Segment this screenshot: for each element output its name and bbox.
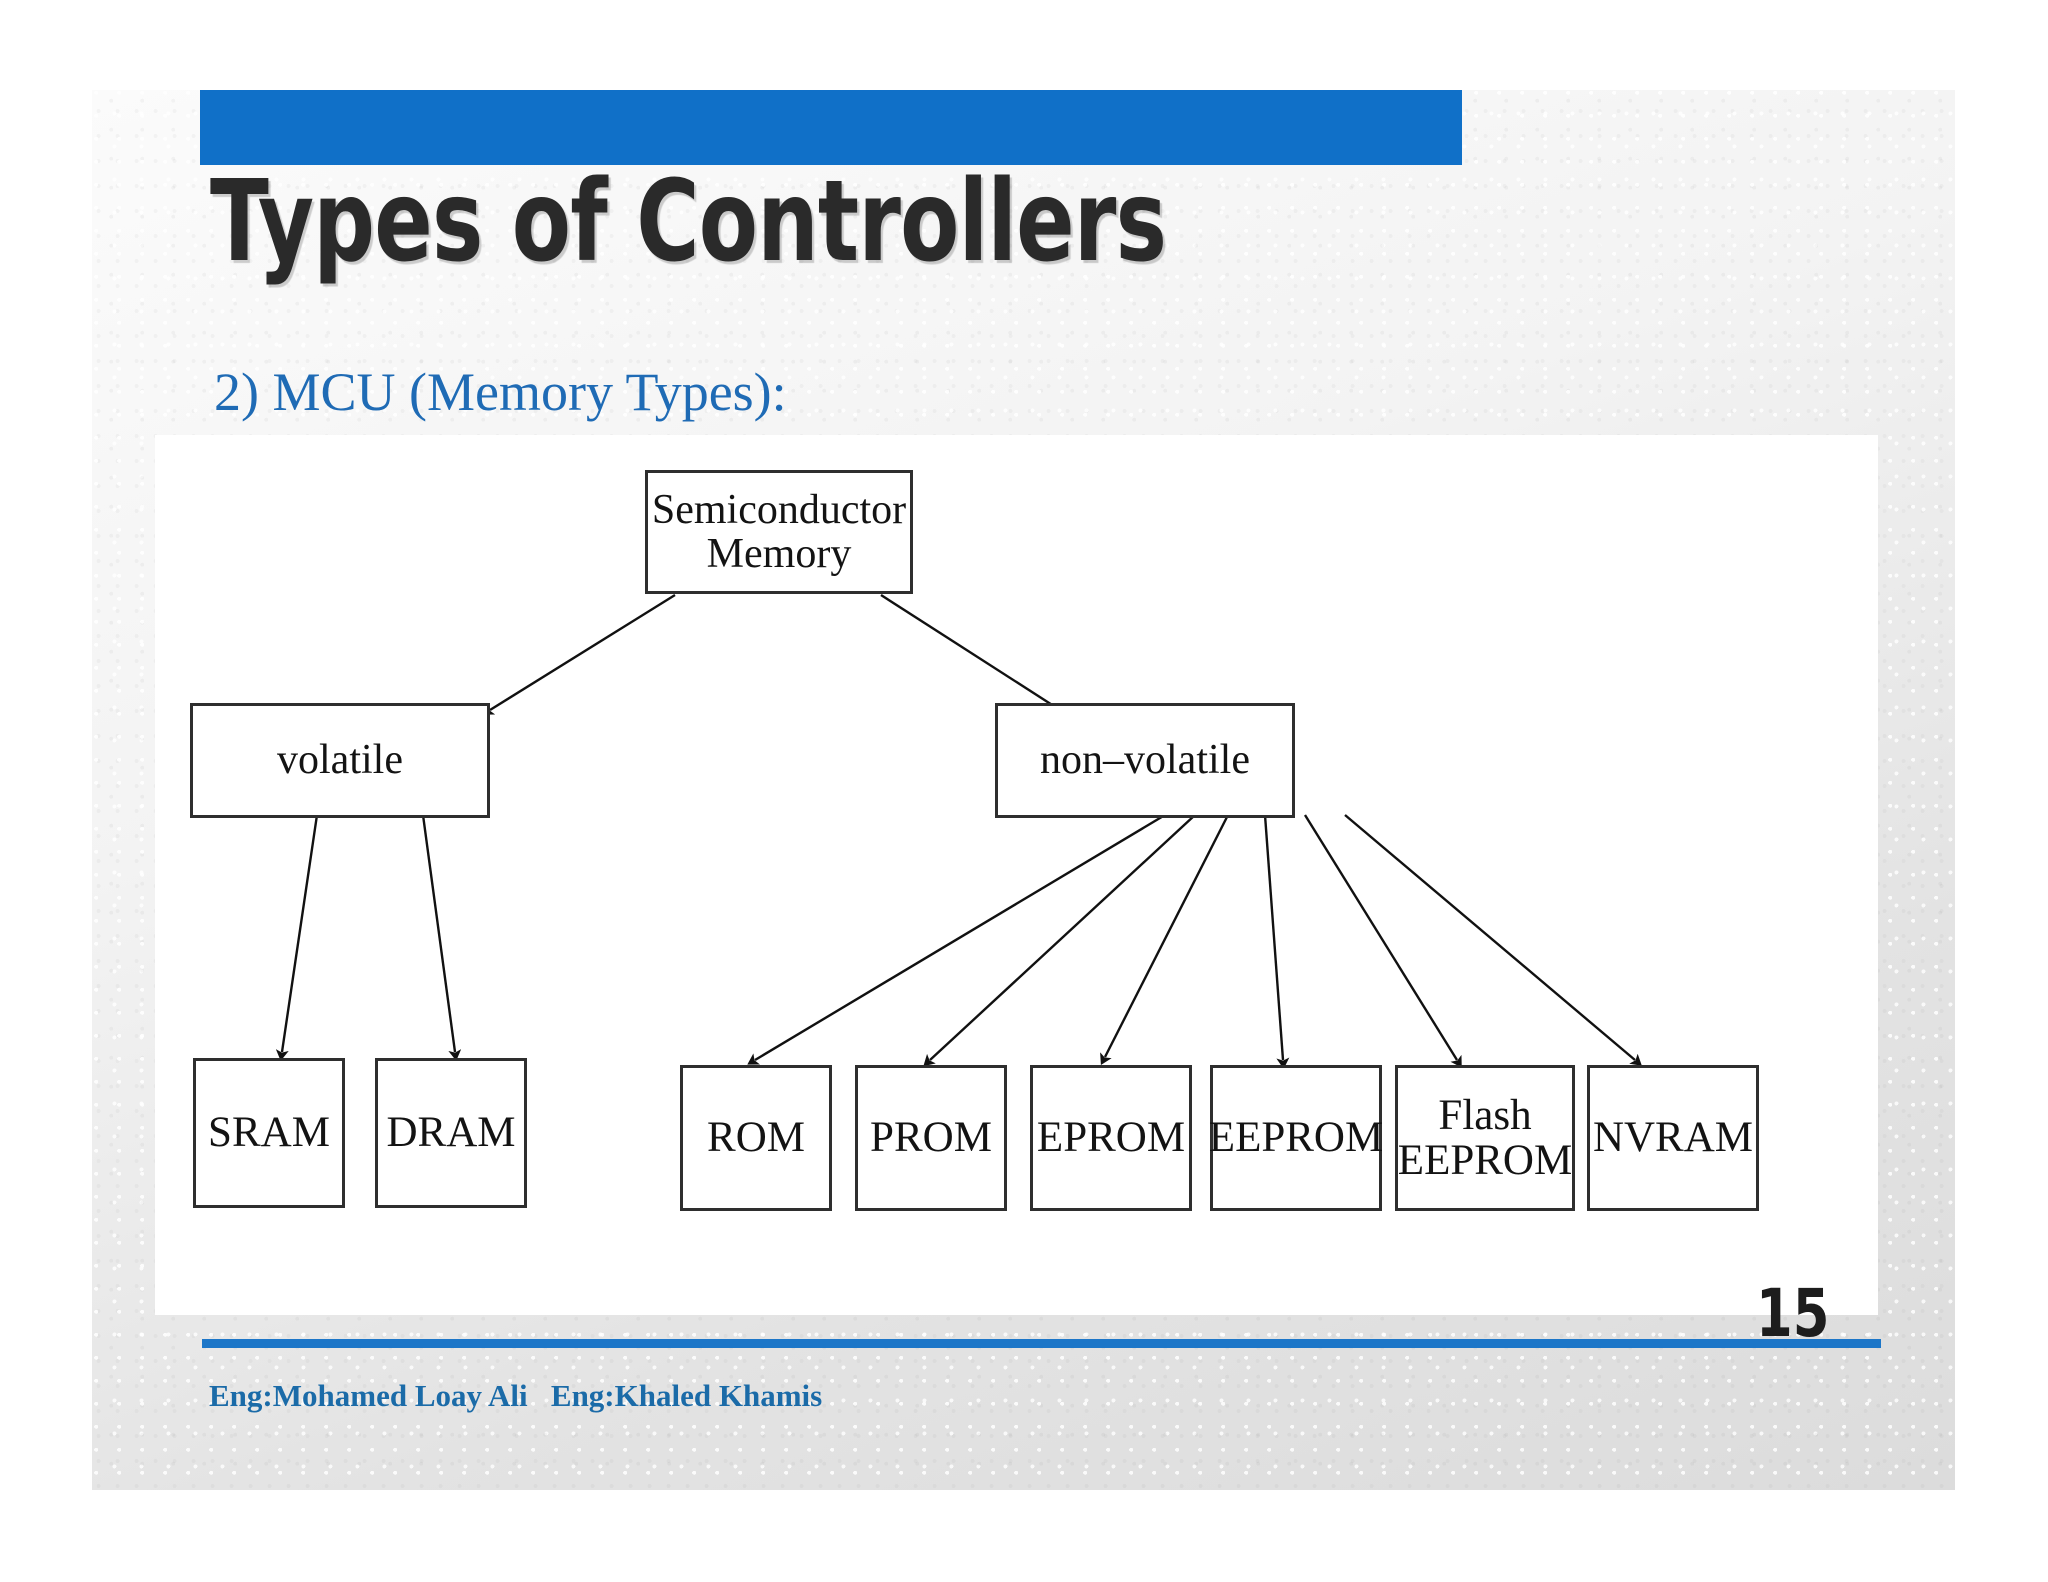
node-label-line2: Memory xyxy=(706,531,852,577)
node-eprom: EPROM xyxy=(1030,1065,1192,1211)
node-rom: ROM xyxy=(680,1065,832,1211)
node-label-line1: Semiconductor xyxy=(651,486,907,533)
node-label: ROM xyxy=(707,1114,805,1162)
page-title: Types of Controllers xyxy=(210,157,1167,287)
node-label: NVRAM xyxy=(1592,1114,1754,1162)
node-dram: DRAM xyxy=(375,1058,527,1208)
node-label-line2: EEPROM xyxy=(1397,1137,1573,1184)
node-semiconductor-memory: Semiconductor Memory xyxy=(645,470,913,594)
node-non-volatile: non–volatile xyxy=(995,703,1295,818)
header-accent-bar xyxy=(200,90,1462,165)
node-label: DRAM xyxy=(386,1109,516,1157)
diagram-connectors xyxy=(275,593,1642,1069)
presentation-slide: Types of Controllers 2) MCU (Memory Type… xyxy=(92,90,1955,1490)
node-nvram: NVRAM xyxy=(1587,1065,1759,1211)
node-label: volatile xyxy=(277,737,403,784)
node-label: EPROM xyxy=(1036,1114,1186,1162)
node-label: PROM xyxy=(870,1114,992,1162)
footer-credits: Eng:Mohamed Loay Ali Eng:Khaled Khamis xyxy=(209,1378,823,1413)
node-sram: SRAM xyxy=(193,1058,345,1208)
node-label: non–volatile xyxy=(1040,737,1250,784)
node-label: EEPROM xyxy=(1208,1114,1384,1162)
node-volatile: volatile xyxy=(190,703,490,818)
node-label-line1: Flash xyxy=(1438,1091,1532,1139)
node-prom: PROM xyxy=(855,1065,1007,1211)
node-eeprom: EEPROM xyxy=(1208,1065,1384,1211)
slide-subtitle: 2) MCU (Memory Types): xyxy=(214,362,787,422)
node-flash-eeprom: Flash EEPROM xyxy=(1395,1065,1575,1211)
node-label: SRAM xyxy=(208,1109,330,1157)
memory-types-diagram: Semiconductor Memory volatile non–volati… xyxy=(155,435,1878,1315)
footer-divider xyxy=(202,1339,1881,1348)
